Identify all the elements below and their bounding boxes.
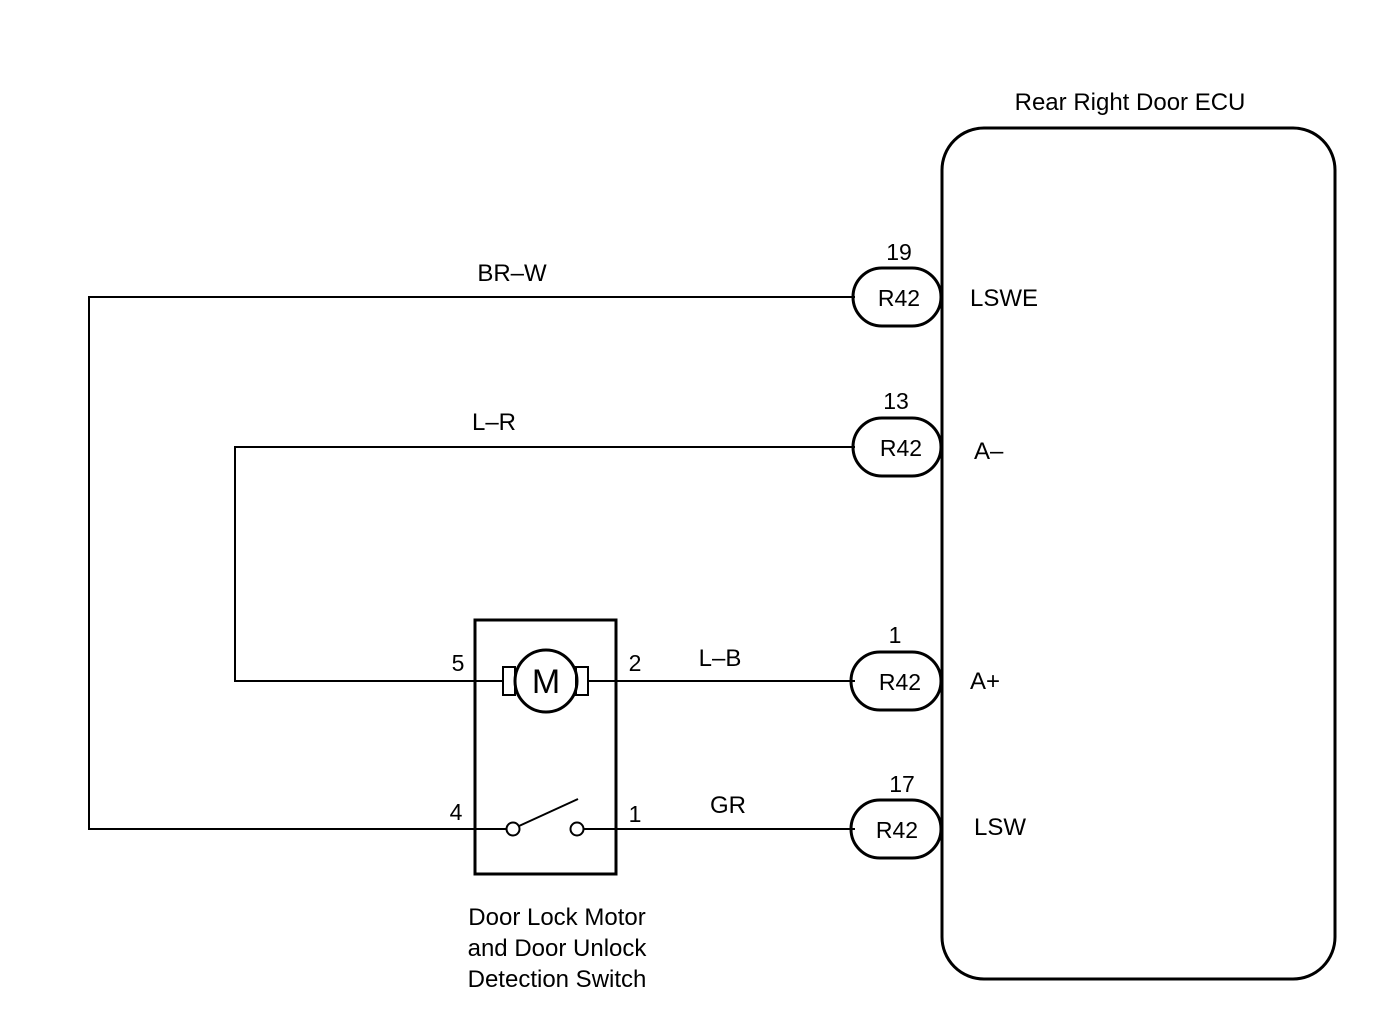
connector-label: R42	[878, 285, 920, 311]
wire-l-r	[234, 446, 855, 682]
motor-icon: M	[475, 648, 616, 714]
connector-pin-number: 13	[883, 388, 909, 414]
component-pin-number: 4	[450, 799, 463, 825]
component-name-line: Detection Switch	[468, 966, 647, 993]
wire-color-label: L–R	[472, 409, 516, 436]
component-box	[473, 618, 618, 876]
component-pin-number: 2	[629, 650, 642, 676]
wire-color-label: GR	[710, 792, 746, 819]
wire-color-label: L–B	[699, 645, 742, 672]
ecu-pin-label: LSWE	[970, 285, 1038, 312]
connector-r42-pin13: R42 13	[851, 388, 943, 478]
ecu-pin-label: A+	[970, 668, 1000, 695]
connector-pin-number: 1	[889, 622, 902, 648]
connector-pin-number: 17	[889, 771, 915, 797]
connector-r42-pin17: R42 17	[849, 771, 943, 860]
ecu-box	[940, 126, 1337, 981]
connector-pin-number: 19	[886, 239, 912, 265]
connector-r42-pin1: R42 1	[849, 622, 943, 712]
motor-symbol: M	[532, 663, 560, 701]
component-name-line: Door Lock Motor	[468, 904, 645, 931]
switch-icon	[475, 798, 616, 837]
ecu-pin-label: LSW	[974, 814, 1026, 841]
ecu-title: Rear Right Door ECU	[1015, 89, 1246, 116]
wire-br-w	[88, 296, 855, 830]
wire-color-label: BR–W	[477, 260, 547, 287]
connector-label: R42	[879, 669, 921, 695]
connector-label: R42	[876, 817, 918, 843]
component-pin-number: 1	[629, 801, 642, 827]
component-name-line: and Door Unlock	[468, 935, 648, 962]
component-pin-number: 5	[452, 650, 465, 676]
connector-r42-pin19: R42 19	[851, 239, 943, 328]
connector-label: R42	[880, 435, 922, 461]
ecu-pin-label: A–	[974, 438, 1004, 465]
